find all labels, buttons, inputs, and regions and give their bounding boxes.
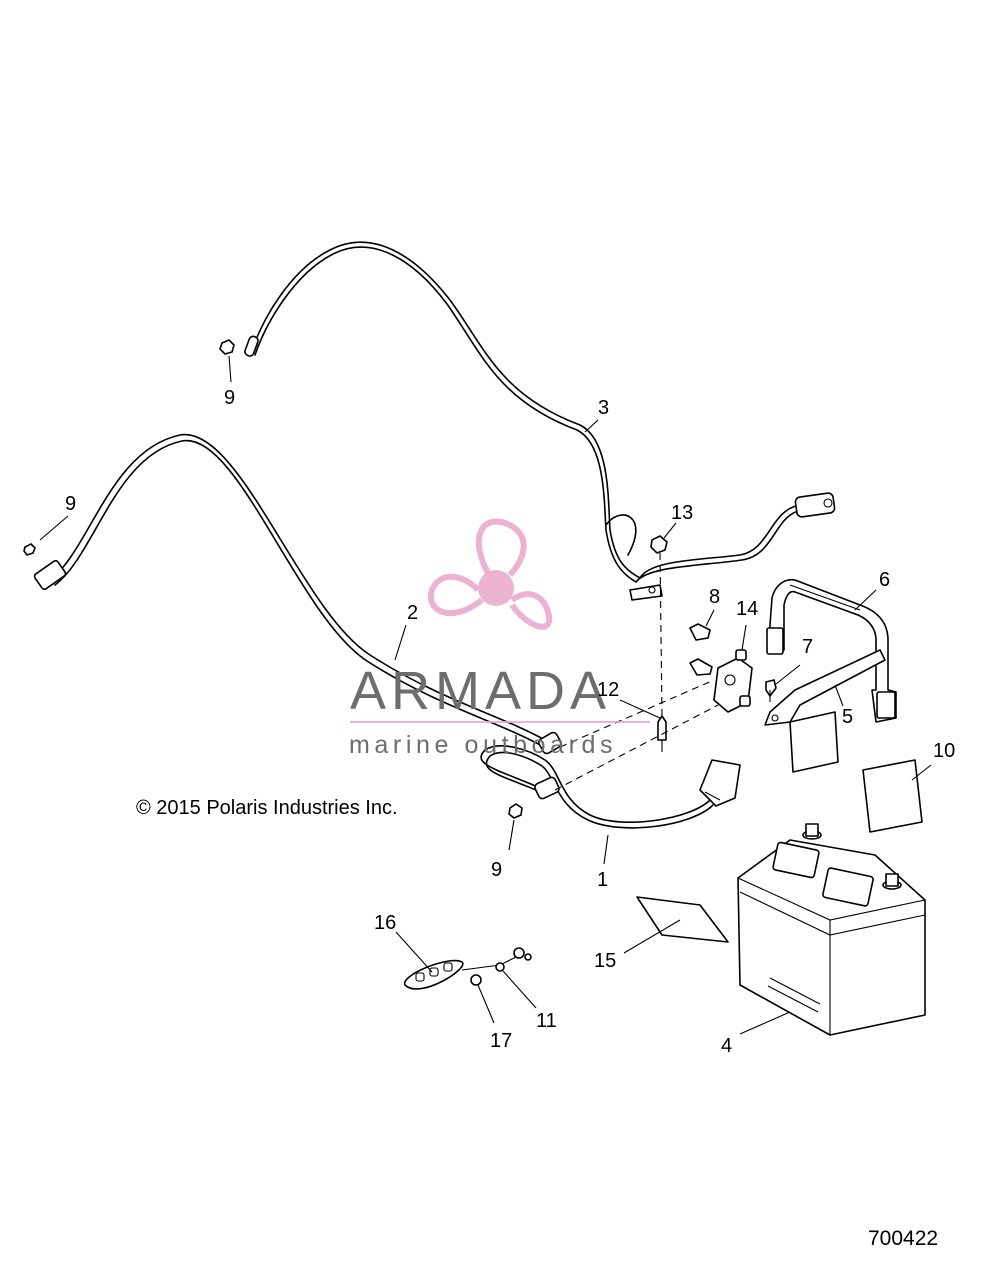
nut-13 bbox=[650, 535, 668, 554]
watermark-brand: ARMADA bbox=[350, 661, 612, 721]
callout-8: 8 bbox=[709, 586, 721, 608]
assembly-line-cable1 bbox=[554, 704, 719, 791]
stud-12 bbox=[657, 715, 667, 752]
callout-11: 11 bbox=[536, 1010, 557, 1032]
nut-9-top bbox=[219, 339, 235, 355]
drawing-number: 700422 bbox=[868, 1227, 939, 1250]
callout-10: 10 bbox=[933, 740, 956, 762]
callout-7: 7 bbox=[802, 636, 814, 658]
callout-16: 16 bbox=[374, 912, 397, 934]
watermark-tagline: marine outboards bbox=[349, 731, 618, 759]
callout-5: 5 bbox=[842, 706, 854, 728]
copyright-notice: © 2015 Polaris Industries Inc. bbox=[136, 797, 398, 819]
nut-9-bottom bbox=[508, 803, 523, 819]
callout-9-top: 9 bbox=[224, 387, 236, 409]
battery-cable-1 bbox=[480, 745, 741, 829]
callout-17: 17 bbox=[490, 1030, 513, 1052]
battery-bracket-6 bbox=[766, 578, 897, 723]
pad-10 bbox=[862, 759, 923, 833]
pad-small bbox=[789, 711, 839, 773]
callout-9-left: 9 bbox=[65, 493, 77, 515]
callout-9-bottom: 9 bbox=[491, 859, 503, 881]
grommet-17 bbox=[470, 974, 482, 986]
leader-lines bbox=[39, 355, 932, 1035]
nut-11 bbox=[495, 947, 532, 972]
nut-9-left bbox=[23, 543, 36, 556]
label-15 bbox=[636, 896, 729, 943]
callout-12: 12 bbox=[597, 679, 620, 701]
solenoid-14 bbox=[713, 649, 753, 713]
callout-4: 4 bbox=[721, 1035, 733, 1057]
callout-14: 14 bbox=[736, 598, 759, 620]
bolt-8 bbox=[689, 623, 713, 676]
watermark-propeller-logo bbox=[350, 518, 650, 723]
bolt-7 bbox=[765, 679, 777, 702]
callout-6: 6 bbox=[879, 569, 891, 591]
battery-cable-2 bbox=[33, 434, 562, 755]
callout-15: 15 bbox=[594, 950, 617, 972]
assembly-line-stud bbox=[659, 552, 663, 717]
callout-13: 13 bbox=[671, 502, 694, 524]
callout-2: 2 bbox=[407, 602, 419, 624]
callout-3: 3 bbox=[598, 397, 610, 419]
assembly-line-cable2 bbox=[559, 679, 715, 748]
bracket-5 bbox=[764, 649, 886, 726]
callout-1: 1 bbox=[597, 869, 609, 891]
battery-cable-3 bbox=[244, 241, 836, 601]
battery-4 bbox=[737, 823, 926, 1036]
